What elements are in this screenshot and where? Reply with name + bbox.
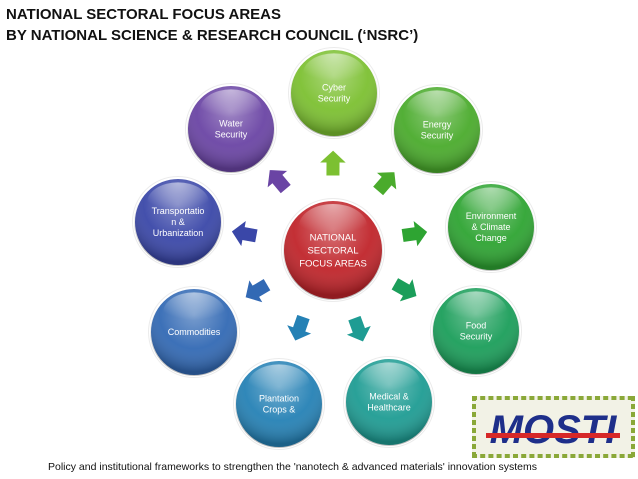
arrow-icon: [285, 313, 314, 342]
footer-caption: Policy and institutional frameworks to s…: [48, 461, 538, 473]
logo-text: MOSTI: [490, 408, 618, 452]
title-line-2: BY NATIONAL SCIENCE & RESEARCH COUNCIL (…: [6, 27, 419, 44]
label-line: Security: [421, 131, 454, 141]
arrow-icon: [317, 149, 349, 177]
label-line: Water: [219, 119, 243, 129]
label-line: Energy: [423, 120, 452, 130]
page-title: NATIONAL SECTORAL FOCUS AREAS BY NATIONA…: [6, 4, 418, 46]
label-line: Food: [466, 321, 487, 331]
center-label: NATIONAL SECTORAL FOCUS AREAS: [299, 232, 367, 269]
label-line: & Climate: [471, 222, 510, 232]
label-line: n &: [171, 217, 185, 227]
label-line: FOCUS AREAS: [299, 258, 367, 269]
arrow-icon: [400, 218, 429, 249]
arrows-layer: [230, 149, 429, 343]
logo-stripe: [486, 433, 620, 438]
arrow-icon: [390, 276, 418, 304]
focus-area-node: Commodities: [148, 286, 240, 378]
label-line: SECTORAL: [307, 245, 358, 256]
focus-area-node: Medical &Healthcare: [343, 356, 435, 448]
logo-background: [472, 396, 635, 458]
center-node: NATIONAL SECTORAL FOCUS AREAS: [281, 198, 385, 302]
label-line: Security: [215, 130, 248, 140]
label-line: Plantation: [259, 394, 299, 404]
label-line: NATIONAL: [310, 232, 357, 243]
title-line-1: NATIONAL SECTORAL FOCUS AREAS: [6, 6, 282, 23]
label-line: Security: [318, 94, 351, 104]
arrow-icon: [344, 314, 373, 343]
label-line: Crops &: [263, 405, 296, 415]
mosti-logo: MOSTI: [472, 396, 635, 458]
arrow-icon: [266, 169, 293, 195]
focus-area-label: Medical &Healthcare: [367, 392, 411, 413]
label-line: Change: [475, 233, 507, 243]
label-line: Medical &: [369, 392, 409, 402]
label-line: Environment: [466, 211, 517, 221]
arrow-icon: [244, 277, 272, 304]
logo-border: [472, 396, 635, 458]
label-line: Transportatio: [152, 206, 205, 216]
label-line: Urbanization: [153, 228, 204, 238]
label-line: Security: [460, 332, 493, 342]
label-line: Commodities: [168, 327, 221, 337]
label-line: Healthcare: [367, 403, 411, 413]
arrow-icon: [230, 218, 259, 249]
label-line: Cyber: [322, 83, 346, 93]
focus-area-label: Commodities: [168, 327, 221, 337]
arrow-icon: [371, 171, 398, 197]
